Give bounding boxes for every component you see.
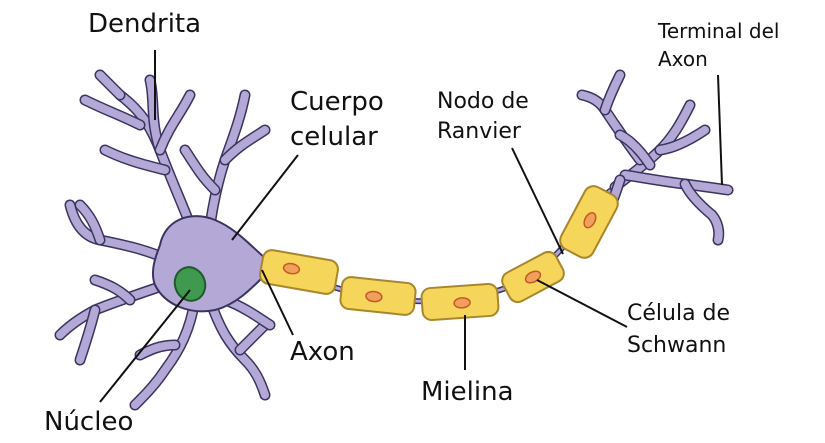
leader-nodo: [511, 147, 564, 255]
cell-body-group: [54, 69, 276, 411]
nucleus: [173, 266, 207, 302]
dendrites: [54, 69, 276, 411]
label-nucleo: Núcleo: [44, 407, 133, 437]
label-cuerpo-celular: Cuerpo celular: [290, 87, 392, 152]
leader-terminal: [717, 74, 723, 186]
myelin-segment: [420, 282, 500, 322]
leader-cuerpo: [231, 154, 299, 241]
label-celula-schwann: Célula de Schwann: [627, 301, 737, 358]
leader-nucleo: [99, 289, 191, 403]
myelin-segment: [501, 250, 565, 304]
label-axon: Axon: [290, 337, 355, 367]
myelin-segment: [559, 185, 619, 259]
leader-axon: [261, 269, 294, 336]
label-mielina: Mielina: [421, 377, 514, 407]
myelin-segment: [339, 276, 417, 316]
label-dendrita: Dendrita: [88, 9, 201, 39]
cell-body: [151, 215, 270, 313]
myelin-sheath: [259, 185, 619, 322]
leader-lines: [99, 50, 723, 403]
axon-terminal: [576, 69, 734, 246]
myelin-segment: [259, 249, 339, 295]
label-terminal-axon: Terminal del Axon: [657, 19, 786, 71]
leader-schwann: [536, 279, 628, 328]
label-nodo-ranvier: Nodo de Ranvier: [437, 89, 536, 144]
